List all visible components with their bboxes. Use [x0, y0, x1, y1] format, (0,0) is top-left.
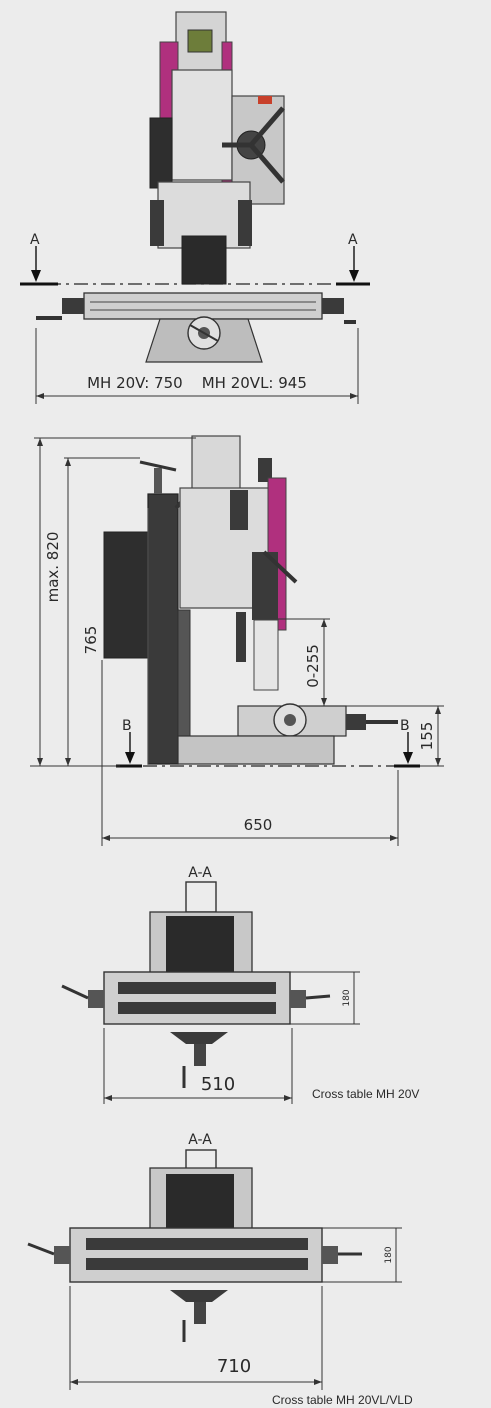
cross-small-wheel-left [88, 990, 104, 1008]
cross-small-section-label: A-A [188, 865, 212, 881]
height-label: 765 [82, 626, 100, 655]
travel-arrow-bottom [321, 698, 327, 706]
section-arrowhead-left [31, 270, 41, 282]
cross-small-handle-right [305, 994, 331, 1000]
column-foot-right [238, 200, 252, 246]
column-cover [103, 531, 149, 659]
side-view: 0-255 B B max. 820 765 15 [30, 435, 444, 846]
fine-feed [236, 612, 246, 662]
spindle-guard [253, 619, 279, 691]
cross-small-top-bracket [185, 881, 217, 913]
section-b-arrowhead-right [403, 752, 413, 764]
section-b-label-left: B [122, 718, 132, 734]
top-handwheel [139, 460, 177, 472]
head-panel-dark [230, 490, 248, 530]
table-height-label: 155 [418, 722, 436, 751]
cross-small-depth-label: 180 [342, 989, 352, 1006]
column [147, 493, 179, 765]
cross-small-t-slot-1 [118, 982, 276, 994]
head-switch [258, 458, 272, 482]
table-height-arrow-top [435, 706, 441, 714]
travel-arrow-top [321, 619, 327, 627]
machine-table [83, 292, 323, 320]
top-handwheel-shaft [154, 468, 162, 494]
cross-small-lead-screw [194, 1044, 206, 1066]
section-arrowhead-right [349, 270, 359, 282]
dim-arrow-right [350, 393, 358, 399]
cross-large-depth-label: 180 [384, 1246, 394, 1263]
cross-large-caption: Cross table MH 20VL/VLD [272, 1393, 413, 1407]
column-side-dark [149, 117, 173, 189]
cross-small-width-label: 510 [201, 1074, 235, 1095]
side-handwheel-y [346, 714, 366, 730]
quill-lever [262, 550, 298, 584]
max-height-arrow-top [37, 438, 43, 446]
cross-table-large: A-A 180 710 Cross table MH 20VL/VLD [27, 1132, 413, 1407]
column-lower [181, 235, 227, 285]
depth-label: 650 [244, 816, 273, 834]
width-dimension-label: MH 20V: 750 MH 20VL: 945 [87, 374, 307, 392]
feed-lever-1 [249, 106, 285, 147]
handwheel-left [62, 298, 84, 314]
depth-arrow-left [102, 835, 110, 841]
dim-arrow-left [36, 393, 44, 399]
cross-large-table [69, 1227, 323, 1283]
section-label-right: A [348, 232, 358, 248]
emergency-stop [258, 96, 272, 104]
cross-small-width-arrow-right [284, 1095, 292, 1101]
cross-small-column-section [166, 916, 234, 974]
cross-large-width-arrow-left [70, 1379, 78, 1385]
spindle-housing [171, 69, 233, 181]
max-height-label: max. 820 [44, 532, 62, 603]
side-handwheel-hub [284, 714, 296, 726]
cross-large-lead-screw [194, 1302, 206, 1324]
cross-small-nut [170, 1032, 228, 1044]
cross-large-wheel-left [54, 1246, 70, 1264]
cross-small-wheel-right [290, 990, 306, 1008]
cross-large-column-section [166, 1174, 234, 1232]
height-arrow-top [65, 458, 71, 466]
cross-large-width-label: 710 [217, 1356, 251, 1377]
cross-large-nut [170, 1290, 228, 1302]
section-b-label-right: B [400, 718, 410, 734]
head-display [187, 29, 213, 53]
depth-arrow-right [390, 835, 398, 841]
table-height-arrow-bottom [435, 758, 441, 766]
cross-large-handle-left [27, 1242, 55, 1256]
travel-dimension-label: 0-255 [304, 644, 322, 688]
cross-table-small: A-A 180 510 Cross table MH 20V [61, 865, 419, 1104]
height-arrow-bottom [65, 758, 71, 766]
cross-large-t-slot-1 [86, 1238, 308, 1250]
feed-lever-2 [249, 143, 285, 184]
column-bellows [177, 609, 191, 751]
cross-large-t-slot-2 [86, 1258, 308, 1270]
cross-small-t-slot-2 [118, 1002, 276, 1014]
section-b-arrowhead-left [125, 752, 135, 764]
cross-small-table [103, 971, 291, 1025]
cross-small-caption: Cross table MH 20V [312, 1087, 419, 1101]
cross-small-handle-left [61, 984, 89, 1000]
side-base [177, 735, 335, 765]
handwheel-right [322, 298, 344, 314]
column-foot-left [150, 200, 164, 246]
max-height-arrow-bottom [37, 758, 43, 766]
cross-large-wheel-right [322, 1246, 338, 1264]
front-view: A A MH 20V: 750 MH 20VL: 945 [20, 11, 370, 404]
section-label-left: A [30, 232, 40, 248]
cross-large-section-label: A-A [188, 1132, 212, 1148]
cross-handwheel-spoke [189, 324, 219, 342]
motor-cover [191, 435, 241, 491]
cross-large-width-arrow-right [314, 1379, 322, 1385]
cross-small-width-arrow-left [104, 1095, 112, 1101]
